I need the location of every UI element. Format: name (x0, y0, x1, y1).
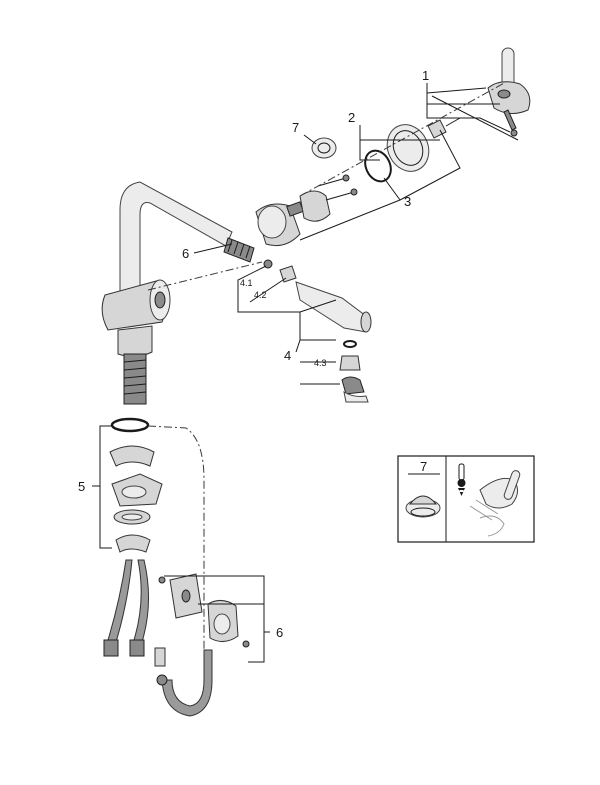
cap-part (311, 137, 337, 159)
spare-part-inset: 7 (397, 455, 535, 543)
leader-lines (92, 81, 519, 663)
callout-4-3: 4.3 (314, 358, 327, 368)
inset-part-label: 7 (420, 459, 427, 474)
callout-5: 5 (78, 479, 85, 494)
pullout-hose-route (147, 425, 205, 650)
hose-weight-bracket (158, 573, 250, 648)
escutcheon-sleeve (386, 124, 430, 172)
mounting-kit (109, 417, 163, 553)
hose-loop (161, 649, 213, 717)
callout-6-spout: 6 (182, 246, 189, 261)
supply-hoses (103, 559, 166, 667)
spray-head-assembly (263, 259, 372, 403)
sealing-ring (364, 149, 392, 183)
cartridge-assembly (255, 174, 358, 247)
callout-4: 4 (284, 348, 291, 363)
callout-6-bracket: 6 (276, 625, 283, 640)
callout-3: 3 (404, 194, 411, 209)
faucet-body (101, 181, 233, 405)
handle-lever (487, 47, 531, 137)
callout-1: 1 (422, 68, 429, 83)
callout-4-2: 4.2 (254, 290, 267, 300)
pullout-hose-connector (223, 237, 255, 263)
callout-2: 2 (348, 110, 355, 125)
callout-4-1: 4.1 (240, 278, 253, 288)
thermometer-icon (457, 463, 466, 496)
callout-7: 7 (292, 120, 299, 135)
